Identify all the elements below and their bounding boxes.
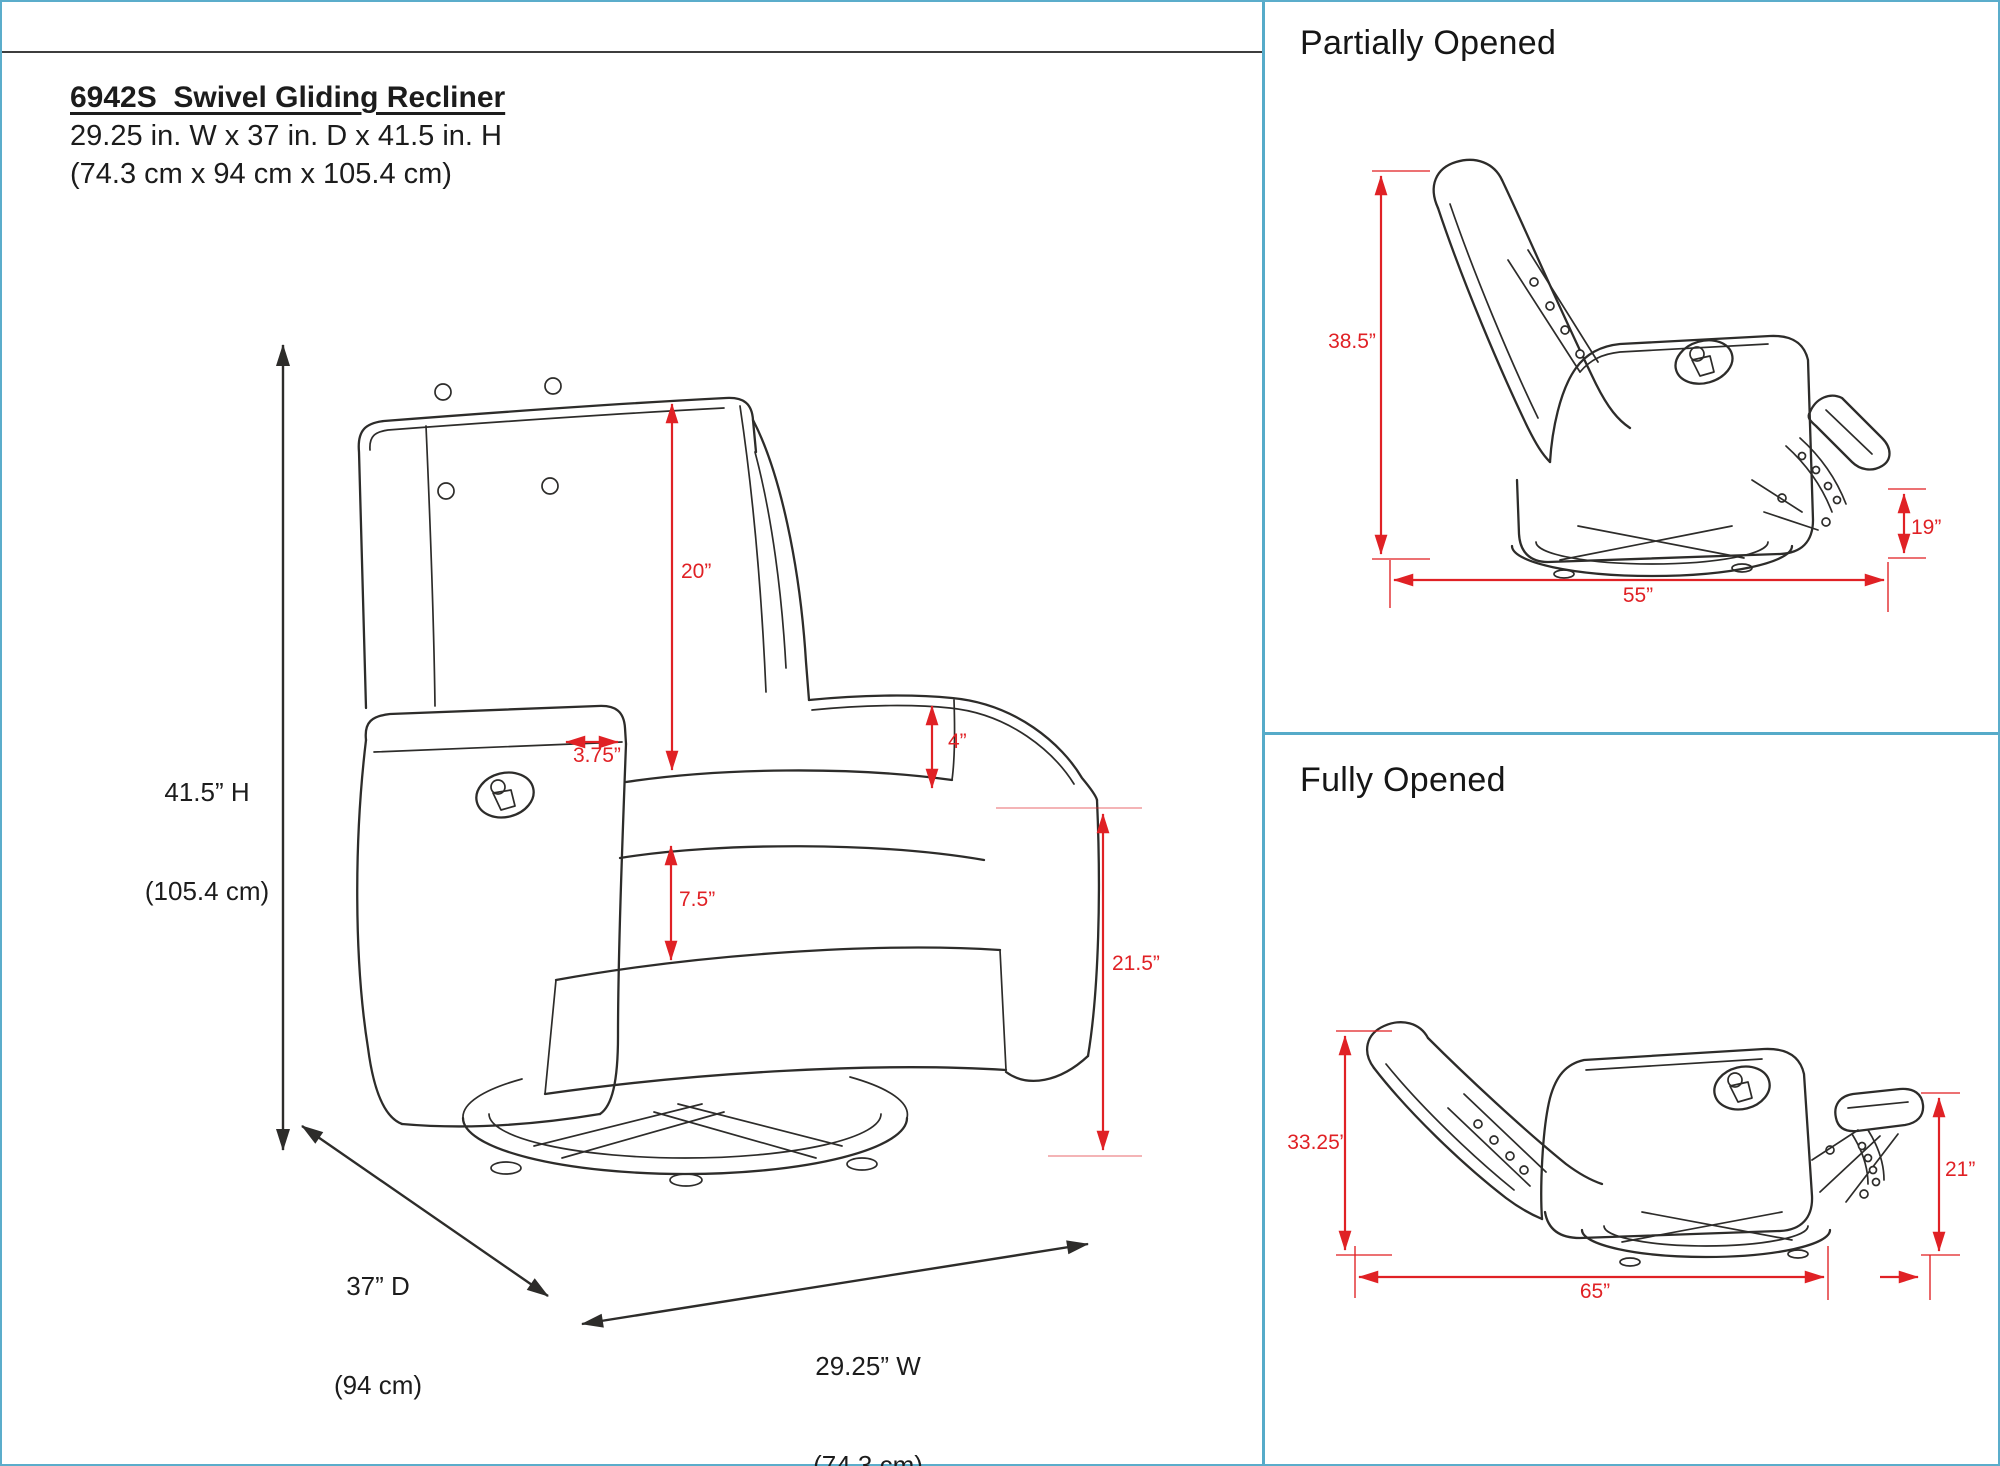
partial-footrest-label: 19” <box>1911 516 1942 539</box>
back-to-arm-label: 4” <box>948 730 967 753</box>
cushion-thickness-label: 7.5” <box>679 888 716 911</box>
height-dimension-label: 41.5” H (105.4 cm) <box>145 710 269 974</box>
height-cm: (105.4 cm) <box>144 876 270 906</box>
detail-dimension-arrows-main <box>565 403 1142 1157</box>
detail-dimension-arrows-fully <box>1336 1030 1960 1300</box>
product-title: 6942S Swivel Gliding Recliner <box>70 81 506 114</box>
tufting-button <box>437 482 455 500</box>
left-panel-top-rule <box>0 51 1263 53</box>
height-inches: 41.5” H <box>164 777 250 807</box>
recliner-front-view <box>356 377 1101 1187</box>
width-dimension-label: 29.25” W (74.3 cm) <box>813 1284 923 1466</box>
recliner-fully-view <box>1366 1021 1925 1267</box>
arm-height-label: 21.5” <box>1112 952 1160 975</box>
recliner-partial-view <box>1432 158 1891 579</box>
partially-opened-title: Partially Opened <box>1300 24 1557 62</box>
back-height-label: 20” <box>681 560 712 583</box>
depth-cm: (94 cm) <box>333 1370 423 1400</box>
depth-inches: 37” D <box>346 1271 410 1301</box>
partial-depth-label: 55” <box>1622 584 1654 607</box>
fully-height-label: 33.25” <box>1287 1131 1347 1154</box>
recline-lever-icon <box>1674 339 1734 385</box>
depth-dimension-label: 37” D (94 cm) <box>334 1204 422 1466</box>
overall-dimension-arrows <box>276 344 1089 1328</box>
fully-opened-title: Fully Opened <box>1300 761 1506 799</box>
tufting-button <box>544 377 562 395</box>
product-size-inches: 29.25 in. W x 37 in. D x 41.5 in. H <box>70 120 502 152</box>
arm-width-label: 3.75” <box>573 744 621 767</box>
fully-depth-label: 65” <box>1579 1280 1611 1303</box>
recline-lever-icon <box>475 771 535 819</box>
tufting-button <box>541 477 559 495</box>
panel-divider-horizontal <box>1262 732 2000 735</box>
recline-lever-icon <box>1713 1065 1771 1111</box>
tufting-button <box>434 383 452 401</box>
width-cm: (74.3 cm) <box>813 1450 923 1466</box>
fully-footrest-label: 21” <box>1945 1158 1976 1181</box>
detail-dimension-arrows-partial <box>1372 170 1926 612</box>
partial-height-label: 38.5” <box>1328 330 1376 353</box>
title-block: 6942S Swivel Gliding Recliner 29.25 in. … <box>70 80 505 192</box>
width-inches: 29.25” W <box>815 1351 921 1381</box>
product-size-cm: (74.3 cm x 94 cm x 105.4 cm) <box>70 158 452 190</box>
